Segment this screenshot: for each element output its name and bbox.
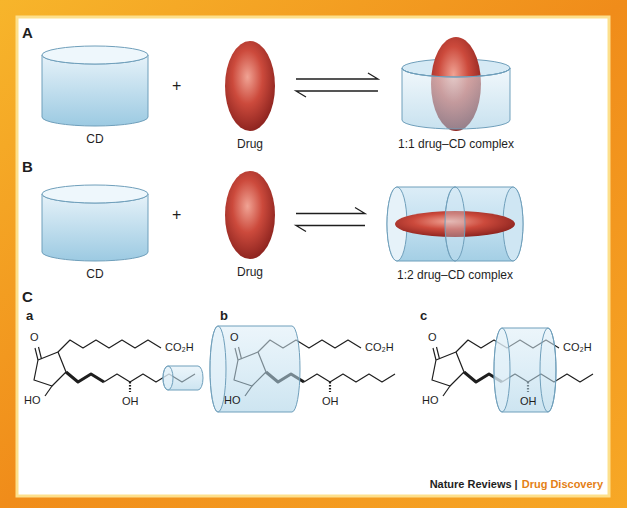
- atom-label: HO: [224, 394, 241, 407]
- node-label: 1:1 drug–CD complex: [398, 137, 514, 151]
- cup-junction: [445, 187, 465, 261]
- atom-label: HO: [422, 394, 439, 407]
- node-shape: [40, 45, 150, 127]
- reverse-half-arrow: [296, 226, 365, 232]
- subpanel-letter: c: [420, 308, 427, 323]
- white-panel: [17, 17, 609, 496]
- atom-label: CO₂H: [365, 341, 394, 354]
- cyclodextrin-cup: [42, 194, 148, 261]
- node-shape: [224, 170, 276, 260]
- subpanel-letter: a: [26, 308, 33, 323]
- panel-letter: B: [22, 158, 33, 175]
- drug-ellipse: [225, 171, 275, 259]
- cyclodextrin-node: CD: [40, 184, 150, 281]
- atom-label: CO₂H: [563, 341, 592, 353]
- atom-label: O: [428, 331, 437, 344]
- plus-sign: +: [172, 206, 181, 223]
- cyclodextrin-cup: [402, 68, 510, 129]
- subpanel-letter: c: [420, 308, 427, 324]
- panel-letter: C: [22, 288, 33, 306]
- forward-half-arrow: [296, 208, 365, 214]
- panel-letter: A: [22, 24, 33, 41]
- plus-sign: +: [172, 76, 181, 95]
- atom-label: OH: [122, 395, 139, 407]
- atom-label: HO: [422, 394, 439, 406]
- drug-node: Drug: [224, 40, 276, 151]
- cyclodextrin-node: CD: [40, 45, 150, 146]
- panel-letter: B: [22, 158, 33, 176]
- atom-label: OH: [322, 395, 339, 407]
- equilibrium-arrow: [296, 208, 365, 232]
- cyclodextrin-node: 1:1 drug–CD complex: [398, 36, 514, 151]
- subpanel-letter: b: [220, 308, 228, 323]
- cup-rim: [42, 46, 148, 64]
- atom-label: CO₂H: [365, 341, 394, 353]
- cyclodextrin-node: 1:2 drug–CD complex: [385, 185, 525, 282]
- prostaglandin-structure: [34, 340, 195, 396]
- atom-label: HO: [24, 394, 41, 406]
- drug-node: Drug: [224, 170, 276, 279]
- journal-name: Nature Reviews |: [430, 478, 518, 491]
- plus-sign: +: [172, 77, 181, 94]
- cup-rim-front: [402, 68, 510, 77]
- atom-label: OH: [520, 395, 537, 407]
- cyclodextrin-pair: [387, 187, 523, 261]
- atom-label: HO: [24, 394, 41, 407]
- node-shape: [385, 185, 525, 263]
- atom-label: O: [230, 331, 239, 344]
- drug-ellipse: [225, 41, 275, 131]
- panel-letter: C: [22, 288, 33, 305]
- forward-half-arrow: [296, 73, 378, 79]
- atom-label: CO₂H: [165, 341, 194, 353]
- atom-label: HO: [224, 394, 241, 406]
- node-shape: [224, 40, 276, 132]
- panel-letter: A: [22, 24, 33, 42]
- cyclodextrin-cylinders: [163, 326, 556, 412]
- cyclodextrin-cup: [42, 55, 148, 126]
- subpanel-letter: b: [220, 308, 228, 324]
- atom-label: CO₂H: [563, 341, 592, 354]
- node-label: Drug: [237, 265, 263, 279]
- plus-sign: +: [172, 205, 181, 224]
- atom-label: OH: [122, 395, 139, 408]
- node-label: 1:2 drug–CD complex: [397, 268, 513, 282]
- journal-name: Nature Reviews |: [430, 478, 518, 490]
- atom-label: OH: [520, 395, 537, 408]
- cup-rim: [42, 185, 148, 203]
- atom-label: O: [428, 331, 437, 343]
- atom-label: OH: [322, 395, 339, 408]
- atom-label: O: [30, 331, 39, 344]
- journal-title: Drug Discovery: [522, 478, 603, 490]
- reverse-half-arrow: [296, 91, 378, 97]
- journal-title: Drug Discovery: [522, 478, 603, 491]
- subpanel-letter: a: [26, 308, 33, 324]
- node-label: CD: [86, 267, 103, 281]
- node-label: Drug: [237, 137, 263, 151]
- atom-label: O: [30, 331, 39, 343]
- node-shape: [400, 36, 512, 132]
- atom-label: CO₂H: [165, 341, 194, 354]
- node-label: CD: [86, 132, 103, 146]
- equilibrium-arrow: [296, 73, 378, 97]
- atom-label: O: [230, 331, 239, 343]
- node-shape: [40, 184, 150, 262]
